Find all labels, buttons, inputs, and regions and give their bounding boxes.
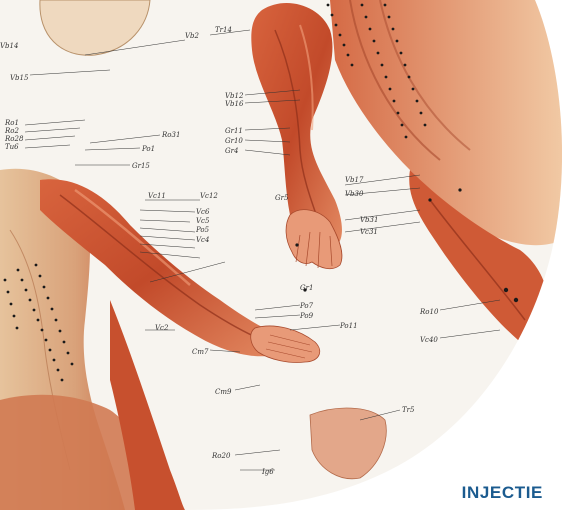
point-label: Po9 bbox=[299, 312, 314, 320]
point-label: Vb30 bbox=[345, 190, 364, 198]
point-label: Po5 bbox=[195, 226, 210, 234]
point-label: Gr15 bbox=[132, 162, 150, 170]
point-label: Gr1 bbox=[300, 284, 313, 292]
point-label: Vb15 bbox=[10, 74, 29, 82]
point-label: Vb31 bbox=[360, 216, 378, 224]
point-label: Vc2 bbox=[155, 324, 169, 332]
point-label: Vc40 bbox=[420, 336, 438, 344]
point-label: Vb2 bbox=[185, 32, 200, 40]
point-label: Vc6 bbox=[196, 208, 210, 216]
point-label: Vb16 bbox=[225, 100, 244, 108]
point-label: Vb14 bbox=[0, 42, 18, 50]
point-label: Gr11 bbox=[225, 127, 243, 135]
point-label: Gr10 bbox=[225, 137, 243, 145]
point-label: Vb17 bbox=[345, 176, 364, 184]
point-label: Ro2 bbox=[4, 127, 19, 135]
point-label: Vc12 bbox=[200, 192, 218, 200]
point-label: Tu6 bbox=[5, 143, 19, 151]
point-label: Tr5 bbox=[402, 406, 415, 414]
point-label: Gr4 bbox=[225, 147, 238, 155]
point-label: Cm7 bbox=[192, 348, 209, 356]
section-heading: INJECTIE bbox=[462, 483, 543, 503]
point-label: Vc11 bbox=[148, 192, 166, 200]
point-label: Ro31 bbox=[161, 131, 180, 139]
point-label: Gr5 bbox=[275, 194, 289, 202]
point-label: Ro10 bbox=[419, 308, 439, 316]
point-label: Vc4 bbox=[196, 236, 209, 244]
point-label: Ig6 bbox=[261, 468, 274, 476]
point-label: Vc5 bbox=[196, 217, 210, 225]
point-label: Po1 bbox=[141, 145, 155, 153]
point-label: Ro1 bbox=[4, 119, 19, 127]
point-label: Ro20 bbox=[211, 452, 231, 460]
point-label: Po7 bbox=[299, 302, 314, 310]
point-label: Tr14 bbox=[215, 26, 232, 34]
point-label: Cm9 bbox=[215, 388, 232, 396]
point-label: Po11 bbox=[339, 322, 358, 330]
point-label: Ro28 bbox=[4, 135, 24, 143]
point-label: Vc31 bbox=[360, 228, 378, 236]
point-label: Vb12 bbox=[225, 92, 244, 100]
